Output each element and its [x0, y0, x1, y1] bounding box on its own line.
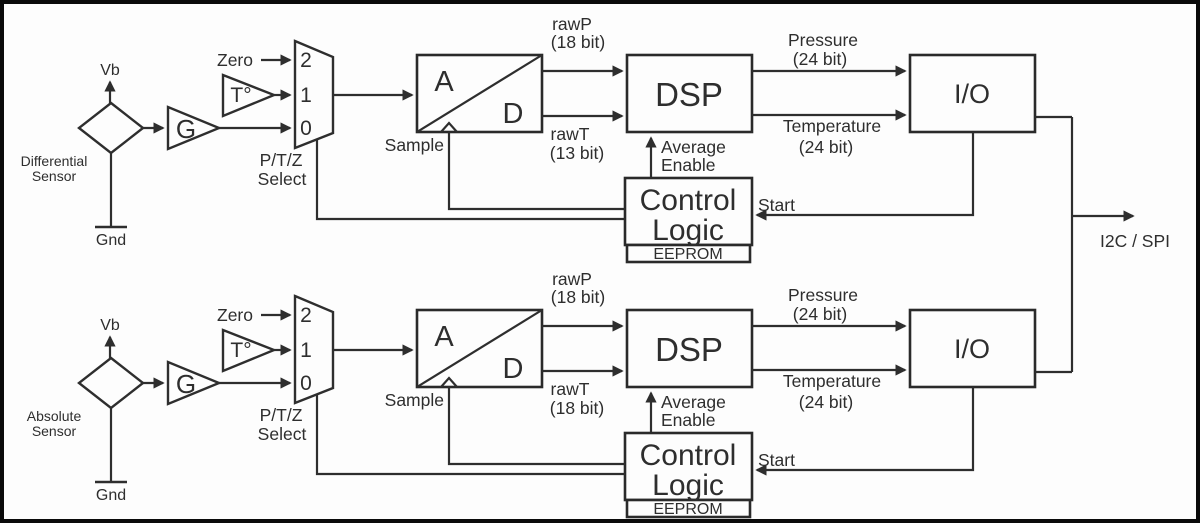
control-logic-label-line1: Control — [640, 184, 737, 217]
rawt-label: rawT — [551, 379, 590, 399]
temperature-bits-label: (24 bit) — [799, 137, 853, 157]
pressure-label: Pressure — [788, 30, 858, 50]
channel-absolute: Vb Gnd Absolute Sensor G T° Zero 2 1 0 P… — [27, 269, 1072, 519]
control-logic-label-line2: Logic — [652, 469, 724, 502]
rawp-bits-label: (18 bit) — [551, 287, 605, 307]
dsp-label: DSP — [655, 331, 723, 368]
average-enable-label-line2: Enable — [661, 155, 716, 175]
adc-clock-notch — [440, 121, 458, 133]
vb-label: Vb — [100, 317, 120, 334]
select-label-line2: Select — [258, 424, 307, 444]
mux-input0-label: 0 — [300, 372, 312, 395]
sensor-label-line1: Absolute — [27, 408, 82, 424]
io-label: I/O — [954, 79, 990, 109]
rawp-label: rawP — [552, 14, 592, 34]
adc-d-label: D — [503, 98, 524, 130]
average-enable-label-line1: Average — [661, 392, 726, 412]
adc-a-label: A — [434, 321, 454, 353]
rawp-bits-label: (18 bit) — [551, 32, 605, 52]
zero-label: Zero — [217, 305, 253, 325]
eeprom-label: EEPROM — [653, 501, 722, 518]
adc-diagonal — [416, 54, 543, 133]
control-logic-label-line2: Logic — [652, 214, 724, 247]
sensor-label-line1: Differential — [21, 153, 88, 169]
gain-amplifier — [166, 105, 223, 151]
bus-label: I2C / SPI — [1100, 231, 1170, 251]
temperature-bits-label: (24 bit) — [799, 392, 853, 412]
select-label-line1: P/T/Z — [260, 150, 303, 170]
adc-a-label: A — [434, 66, 454, 98]
channel-differential: Vb Gnd Differential Sensor G T° Zero 2 1… — [21, 14, 1072, 264]
rawp-label: rawP — [552, 269, 592, 289]
temp-sensor-amplifier — [221, 73, 278, 118]
temp-sensor-amplifier — [221, 328, 278, 373]
gnd-label: Gnd — [96, 487, 126, 504]
zero-label: Zero — [217, 50, 253, 70]
gain-label: G — [176, 369, 196, 399]
select-wire — [315, 395, 625, 476]
rawt-label: rawT — [551, 124, 590, 144]
eeprom-label: EEPROM — [653, 246, 722, 263]
sample-wire — [447, 386, 625, 466]
io-label: I/O — [954, 334, 990, 364]
mux — [293, 39, 335, 150]
io-box — [908, 53, 1037, 134]
start-wire — [755, 387, 975, 476]
dsp-box — [625, 53, 754, 134]
pressure-bits-label: (24 bit) — [793, 304, 847, 324]
average-enable-label-line1: Average — [661, 137, 726, 157]
pressure-bits-label: (24 bit) — [793, 49, 847, 69]
select-label-line2: Select — [258, 169, 307, 189]
gnd-label: Gnd — [96, 232, 126, 249]
gain-label: G — [176, 114, 196, 144]
select-label-line1: P/T/Z — [260, 405, 303, 425]
adc-diagonal — [416, 309, 543, 388]
temp-sensor-label: T° — [230, 339, 251, 362]
select-wire — [315, 140, 625, 221]
start-label: Start — [758, 195, 795, 215]
start-label: Start — [758, 450, 795, 470]
rawt-bits-label: (13 bit) — [550, 143, 604, 163]
adc-clock-notch — [440, 376, 458, 388]
mux-input2-label: 2 — [300, 304, 312, 327]
temperature-label: Temperature — [783, 116, 881, 136]
adc-d-label: D — [503, 353, 524, 385]
gain-amplifier — [166, 360, 223, 406]
sensor-label-line2: Sensor — [32, 168, 77, 184]
mux-input1-label: 1 — [300, 84, 312, 107]
pressure-label: Pressure — [788, 285, 858, 305]
average-enable-label-line2: Enable — [661, 410, 716, 430]
mux-input2-label: 2 — [300, 49, 312, 72]
io-box — [908, 308, 1037, 389]
sample-wire — [447, 131, 625, 211]
vb-label: Vb — [100, 62, 120, 79]
eeprom-box — [625, 498, 752, 519]
sample-label: Sample — [385, 390, 444, 410]
mux-input1-label: 1 — [300, 339, 312, 362]
start-wire — [755, 132, 975, 221]
sensor-label-line2: Sensor — [32, 423, 77, 439]
rawt-bits-label: (18 bit) — [550, 398, 604, 418]
temperature-label: Temperature — [783, 371, 881, 391]
temp-sensor-label: T° — [230, 84, 251, 107]
mux-input0-label: 0 — [300, 117, 312, 140]
dsp-label: DSP — [655, 76, 723, 113]
dsp-box — [625, 308, 754, 389]
sample-label: Sample — [385, 135, 444, 155]
mux — [293, 294, 335, 405]
control-logic-label-line1: Control — [640, 439, 737, 472]
output-bus: I2C / SPI — [1070, 117, 1170, 372]
eeprom-box — [625, 243, 752, 264]
